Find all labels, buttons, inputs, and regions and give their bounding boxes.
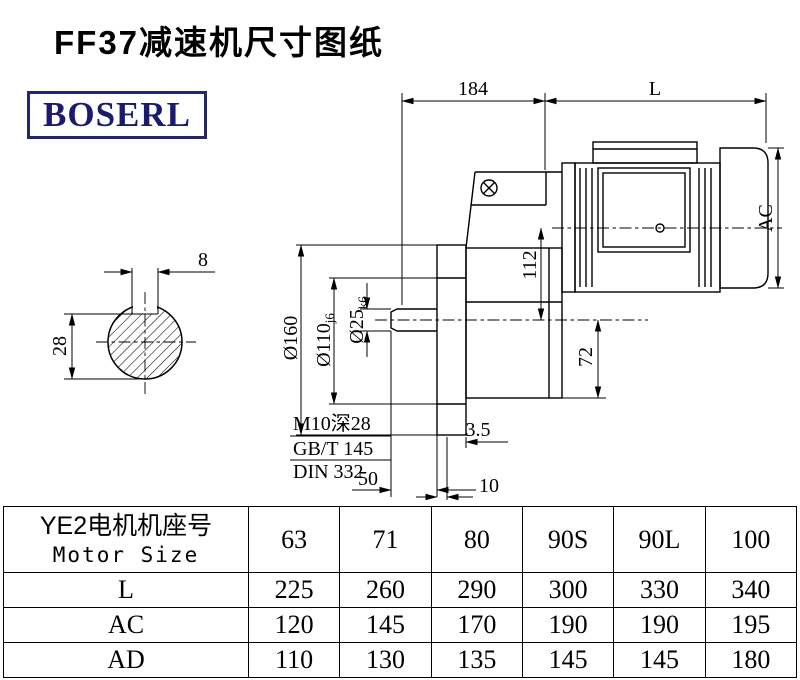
size-col-header-63: 63 — [247, 506, 341, 573]
size-col-header-100: 100 — [704, 506, 798, 573]
stator-core — [597, 167, 691, 253]
value-cell: 170 — [430, 607, 523, 643]
dim-label-d110: Ø110j6 — [313, 313, 337, 367]
table-header-row: YE2电机机座号 Motor Size 63 71 80 90S 90L 100 — [3, 506, 798, 573]
keyway-slot — [133, 297, 157, 314]
mounting-flange — [436, 244, 467, 436]
row-label-AD: AD — [3, 642, 249, 678]
shaft-section-view — [64, 268, 183, 380]
value-cell: 130 — [339, 642, 432, 678]
dim-label-72: 72 — [575, 347, 597, 367]
size-col-header-90L: 90L — [613, 506, 706, 573]
size-col-header-71: 71 — [339, 506, 432, 573]
value-cell: 145 — [521, 642, 615, 678]
note-gbt-standard: GB/T 145 — [293, 438, 373, 460]
dim-label-28: 28 — [49, 336, 71, 356]
value-cell: 225 — [247, 572, 341, 608]
header-label-en: Motor Size — [52, 542, 200, 567]
value-cell: 330 — [613, 572, 706, 608]
boserl-logo: BOSERL — [27, 91, 207, 139]
terminal-box — [592, 141, 698, 164]
row-label-L: L — [3, 572, 249, 608]
header-label-cn: YE2电机机座号 — [39, 512, 213, 541]
dim-label-d25: Ø25k6 — [346, 296, 370, 344]
value-cell: 190 — [613, 607, 706, 643]
main-centerlines — [375, 227, 782, 321]
value-cell: 340 — [704, 572, 798, 608]
header-motor-size: YE2电机机座号 Motor Size — [3, 506, 249, 573]
dim-label-184: 184 — [458, 78, 488, 100]
row-label-AC: AC — [3, 607, 249, 643]
size-col-header-80: 80 — [430, 506, 523, 573]
section-centerlines — [96, 292, 196, 394]
motor-adapter — [561, 162, 576, 293]
motor-size-table: YE2电机机座号 Motor Size 63 71 80 90S 90L 100… — [3, 506, 798, 678]
value-cell: 190 — [521, 607, 615, 643]
table-row-AC: AC 120 145 170 190 190 195 — [3, 607, 798, 643]
note-thread: M10深28 — [293, 412, 371, 435]
dim-label-L: L — [649, 78, 661, 100]
main-dimensions — [290, 93, 784, 501]
motor-body — [574, 162, 721, 293]
section-dimensions — [68, 268, 215, 380]
value-cell: 120 — [247, 607, 341, 643]
fan-cover — [719, 147, 769, 289]
dim-label-10: 10 — [479, 475, 499, 497]
dim-label-AC: AC — [755, 204, 777, 232]
size-col-header-90S: 90S — [521, 506, 615, 573]
drain-hole — [655, 223, 665, 233]
eyebolt-icon — [480, 179, 498, 197]
dim-label-3-5: 3.5 — [466, 419, 491, 441]
value-cell: 180 — [704, 642, 798, 678]
dimension-drawing: 184 L AC 112 72 Ø160 Ø110j6 Ø25k6 8 28 M… — [49, 78, 784, 501]
value-cell: 260 — [339, 572, 432, 608]
dimension-labels: 184 L AC 112 72 Ø160 Ø110j6 Ø25k6 8 28 M… — [49, 78, 777, 497]
housing — [465, 247, 563, 399]
motor-view — [574, 141, 769, 293]
value-cell: 110 — [247, 642, 341, 678]
logo-text: BOSERL — [43, 95, 191, 134]
page-title: FF37减速机尺寸图纸 — [54, 24, 385, 61]
table-row-AD: AD 110 130 135 145 145 180 — [3, 642, 798, 678]
value-cell: 195 — [704, 607, 798, 643]
gearbox-view — [390, 162, 576, 436]
note-din-standard: DIN 332 — [293, 461, 364, 483]
dim-label-8: 8 — [198, 249, 208, 271]
dim-label-112: 112 — [519, 250, 541, 279]
dim-label-50: 50 — [358, 468, 378, 490]
value-cell: 145 — [613, 642, 706, 678]
value-cell: 290 — [430, 572, 523, 608]
value-cell: 300 — [521, 572, 615, 608]
value-cell: 135 — [430, 642, 523, 678]
value-cell: 145 — [339, 607, 432, 643]
table-row-L: L 225 260 290 300 330 340 — [3, 572, 798, 608]
dim-label-d160: Ø160 — [280, 316, 302, 360]
